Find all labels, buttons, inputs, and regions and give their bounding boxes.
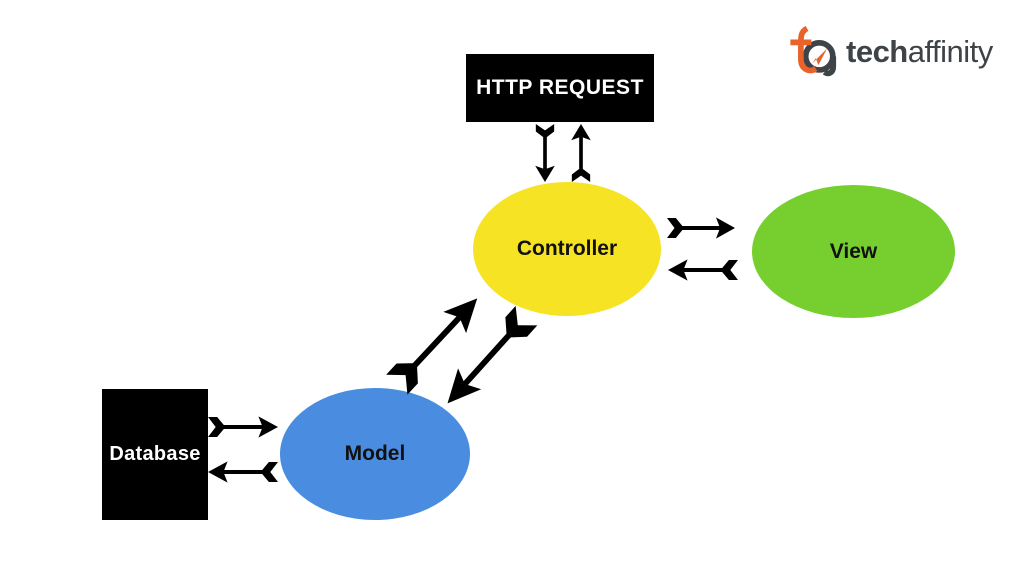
logo-text-bold: tech	[846, 34, 908, 69]
model-label: Model	[344, 442, 406, 465]
arrow-controller-to-view-icon	[667, 216, 735, 240]
view-label: View	[829, 239, 878, 263]
database-box: Database	[102, 389, 208, 520]
arrow-database-to-model-icon	[208, 415, 278, 439]
controller-label: Controller	[516, 237, 618, 260]
arrow-model-to-database-icon	[208, 460, 278, 484]
techaffinity-wordmark: techaffinity	[846, 24, 993, 80]
arrow-view-to-controller-icon	[668, 258, 738, 282]
arrow-request-to-controller-icon	[534, 124, 556, 182]
logo-text-light: affinity	[907, 34, 994, 69]
model-ellipse: Model	[280, 388, 470, 520]
controller-ellipse: Controller	[473, 182, 661, 316]
techaffinity-logo-icon	[790, 25, 837, 77]
http-request-box: HTTP REQUEST	[466, 54, 654, 122]
techaffinity-logo: techaffinity	[786, 24, 993, 80]
database-label: Database	[109, 443, 201, 465]
http-request-label: HTTP REQUEST	[476, 76, 644, 99]
view-ellipse: View	[752, 185, 955, 318]
arrow-controller-to-request-icon	[570, 124, 592, 182]
